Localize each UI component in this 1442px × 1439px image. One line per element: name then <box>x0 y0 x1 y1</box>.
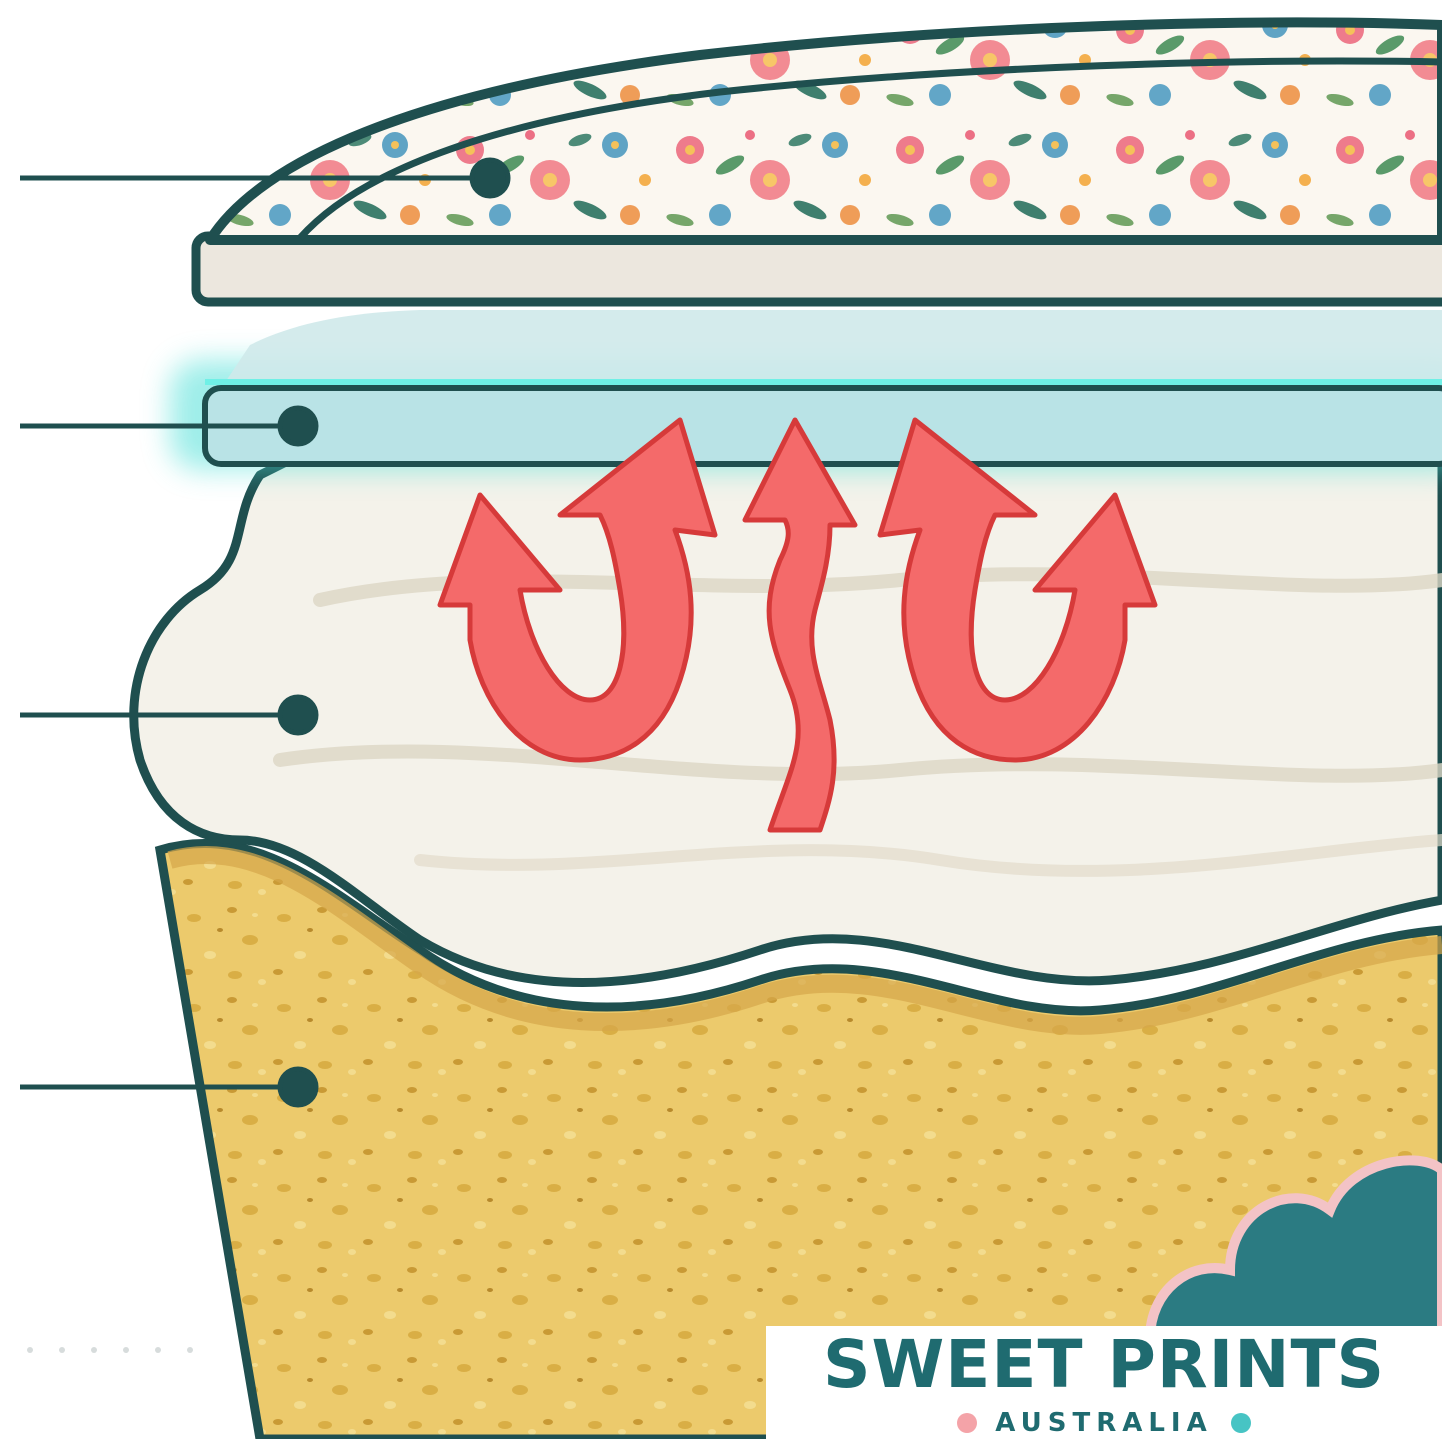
logo-subtitle: AUSTRALIA <box>995 1408 1212 1438</box>
moisture-barrier-layer <box>205 388 1442 464</box>
printed-image-layer <box>210 23 1442 240</box>
leader-dot-frosting <box>280 697 316 733</box>
barrier-upper-band <box>220 310 1442 390</box>
leader-dot-moisture-barrier <box>280 408 316 444</box>
leader-dot-printed-image <box>472 160 508 196</box>
logo-right-dot <box>1231 1413 1251 1433</box>
leader-dot-sponge <box>280 1069 316 1105</box>
logo-left-dot <box>957 1413 977 1433</box>
sweet-prints-logo: SWEET PRINTS AUSTRALIA <box>766 1326 1442 1439</box>
logo-subtitle-row: AUSTRALIA <box>766 1406 1442 1439</box>
logo-title: SWEET PRINTS <box>766 1326 1442 1404</box>
print-backing <box>196 236 1442 302</box>
dotted-guide <box>27 1347 193 1353</box>
